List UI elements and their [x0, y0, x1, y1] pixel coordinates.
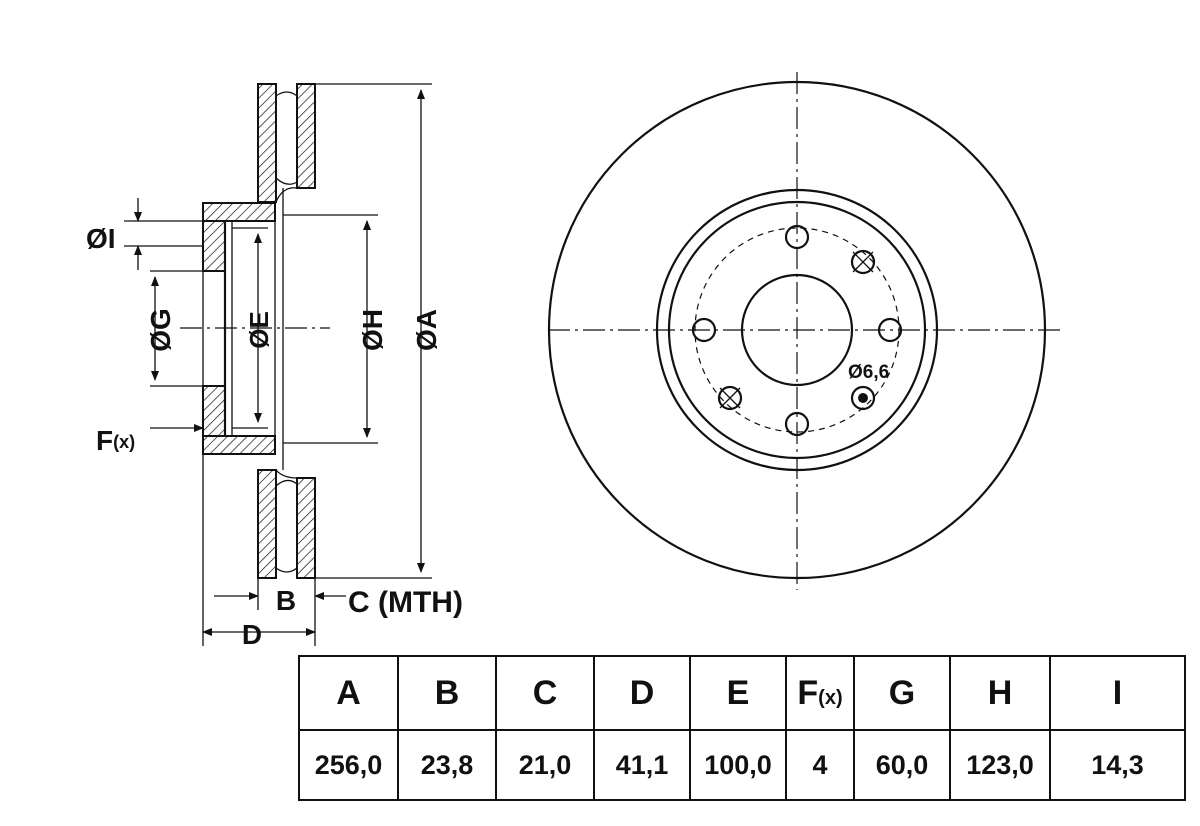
header-g: G [853, 655, 951, 731]
front-view: Ø6,6 [547, 72, 1062, 590]
spec-table-value-row: 256,0 23,8 21,0 41,1 100,0 4 60,0 123,0 … [298, 729, 1186, 801]
header-i: I [1049, 655, 1186, 731]
header-f: F(x) [785, 655, 855, 731]
dia-e-label: ØE [244, 311, 274, 349]
value-f: 4 [785, 729, 855, 801]
value-g: 60,0 [853, 729, 951, 801]
bolt-hole-label: Ø6,6 [848, 362, 889, 383]
hat-flange-top [202, 202, 276, 222]
header-b: B [397, 655, 497, 731]
bolt-hole-left [691, 317, 717, 343]
crossed-hole-top-right [850, 249, 876, 275]
marked-hole-bottom-right [850, 385, 876, 411]
bolt-holes [691, 224, 903, 437]
spec-table-header-row: A B C D E F(x) G H I [298, 655, 1186, 731]
header-f-sub: (x) [818, 686, 843, 709]
c-label: C (MTH) [348, 586, 463, 619]
header-c: C [495, 655, 595, 731]
header-h: H [949, 655, 1051, 731]
inner-ring-top [296, 83, 316, 189]
value-h: 123,0 [949, 729, 1051, 801]
header-a: A [298, 655, 399, 731]
dia-i-label: ØI [86, 223, 116, 254]
f-label-main: F [96, 425, 113, 456]
bolt-hole-right [877, 317, 903, 343]
d-label: D [242, 619, 262, 650]
hat-flange-bottom [202, 435, 276, 455]
value-c: 21,0 [495, 729, 595, 801]
value-i: 14,3 [1049, 729, 1186, 801]
hub-wall-top [202, 220, 226, 272]
bolt-hole-top [784, 224, 810, 250]
spec-table: A B C D E F(x) G H I 256,0 23,8 21,0 41,… [298, 655, 1186, 801]
header-f-main: F [797, 673, 819, 712]
b-label: B [276, 585, 296, 616]
hub-wall-bottom [202, 385, 226, 437]
f-label-sub: (x) [113, 432, 135, 452]
inner-ring-bottom [296, 477, 316, 579]
value-e: 100,0 [689, 729, 787, 801]
bolt-hole-bottom [784, 411, 810, 437]
section-view: ØI ØG ØE ØH ØA F(x) B C (MTH) D [86, 83, 463, 650]
dia-h-label: ØH [357, 309, 388, 351]
value-a: 256,0 [298, 729, 399, 801]
outer-ring-top [257, 83, 277, 203]
outer-ring-bottom [257, 469, 277, 579]
f-label: F(x) [96, 425, 135, 456]
dia-a-label: ØA [411, 309, 442, 351]
header-d: D [593, 655, 691, 731]
crossed-hole-bottom-left [717, 385, 743, 411]
value-b: 23,8 [397, 729, 497, 801]
header-e: E [689, 655, 787, 731]
value-d: 41,1 [593, 729, 691, 801]
dia-g-label: ØG [145, 308, 176, 352]
